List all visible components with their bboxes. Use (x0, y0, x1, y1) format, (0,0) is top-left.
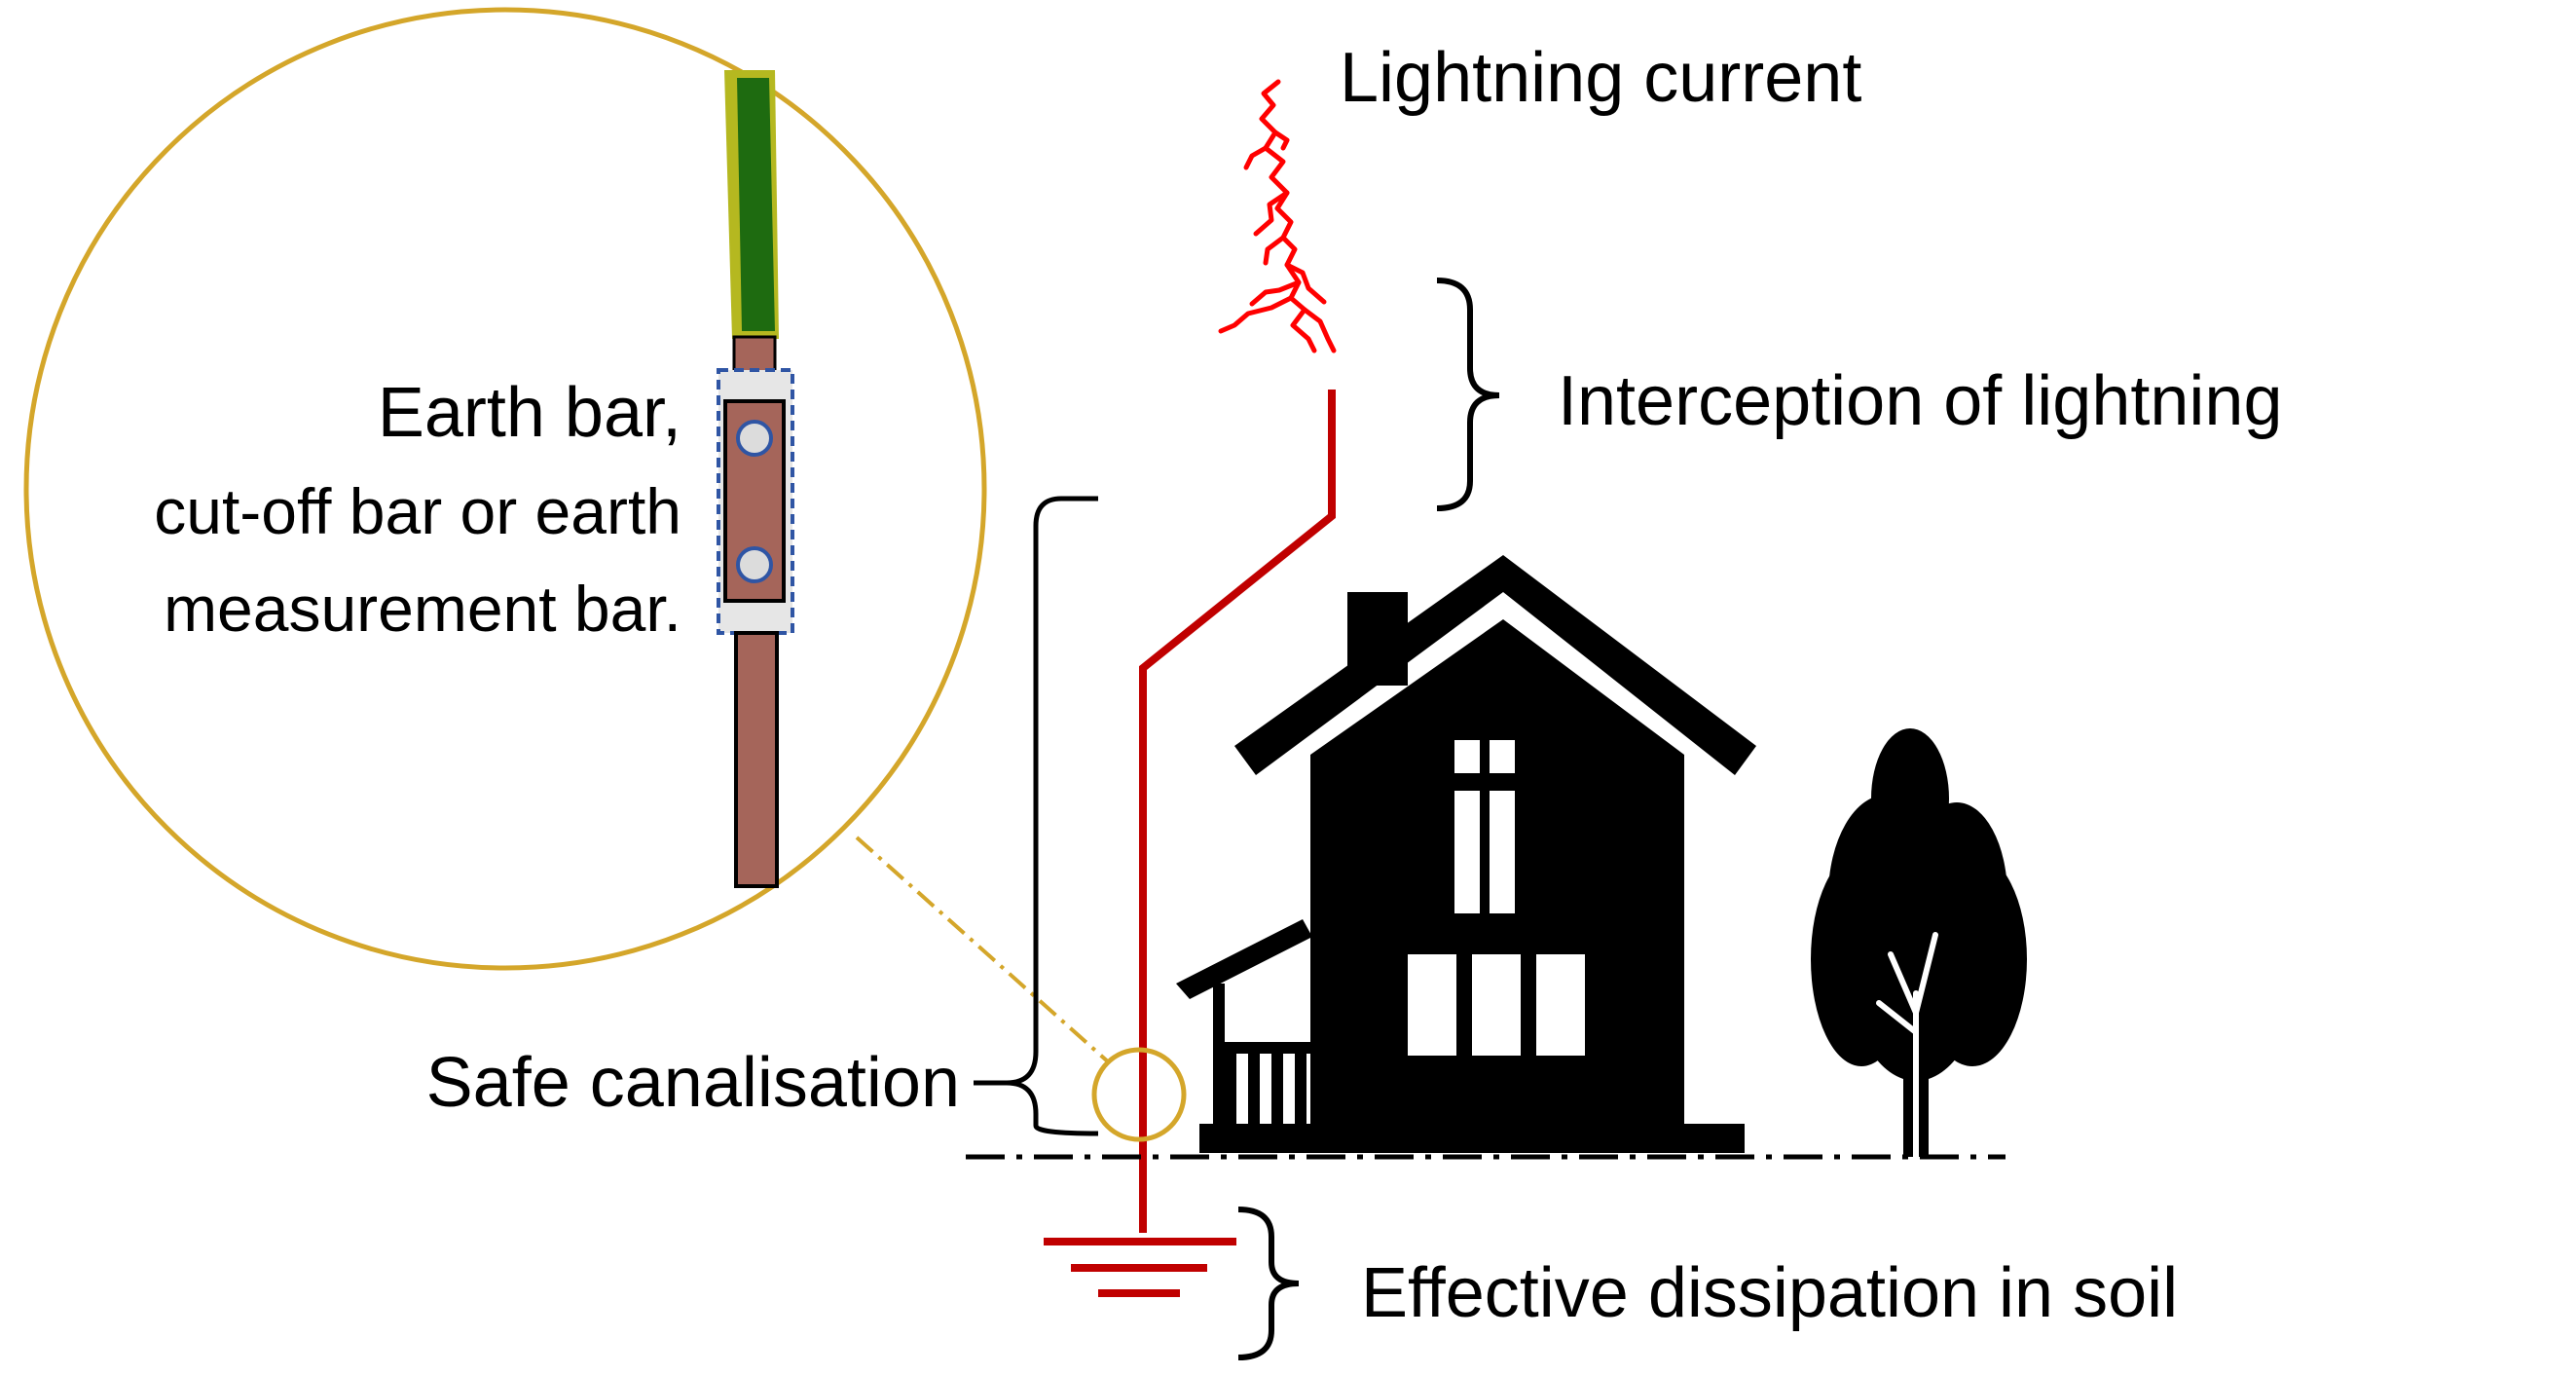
magnifier-detail: Earth bar, cut-off bar or earth measurem… (23, 7, 987, 971)
dissipation-brace (1237, 1207, 1300, 1360)
earth-bar-label-line3: measurement bar. (164, 573, 681, 645)
cable-green-core (737, 78, 775, 331)
house-windows (1408, 740, 1585, 1056)
bolt-icon (736, 546, 773, 583)
inspection-point-circle (1091, 1047, 1187, 1142)
bolt-icon (736, 420, 773, 457)
dissipation-label: Effective dissipation in soil (1361, 1254, 2178, 1332)
tree-icon (1811, 728, 2027, 1160)
down-conductor (1139, 390, 1336, 1233)
ground-symbol-icon (1044, 1238, 1236, 1297)
copper-rod-bottom (734, 631, 779, 888)
interception-label: Interception of lightning (1558, 362, 2283, 440)
safe-canalisation-label: Safe canalisation (426, 1044, 960, 1122)
magnifier-leader-line (855, 836, 1112, 1065)
earth-bar-label-line2: cut-off bar or earth (154, 475, 681, 547)
lightning-bolt-icon (1218, 79, 1337, 353)
copper-stub-top (732, 335, 777, 374)
interception-brace (1436, 278, 1500, 511)
lightning-current-label: Lightning current (1340, 39, 1861, 117)
earth-bar-label-line1: Earth bar, (378, 374, 681, 452)
